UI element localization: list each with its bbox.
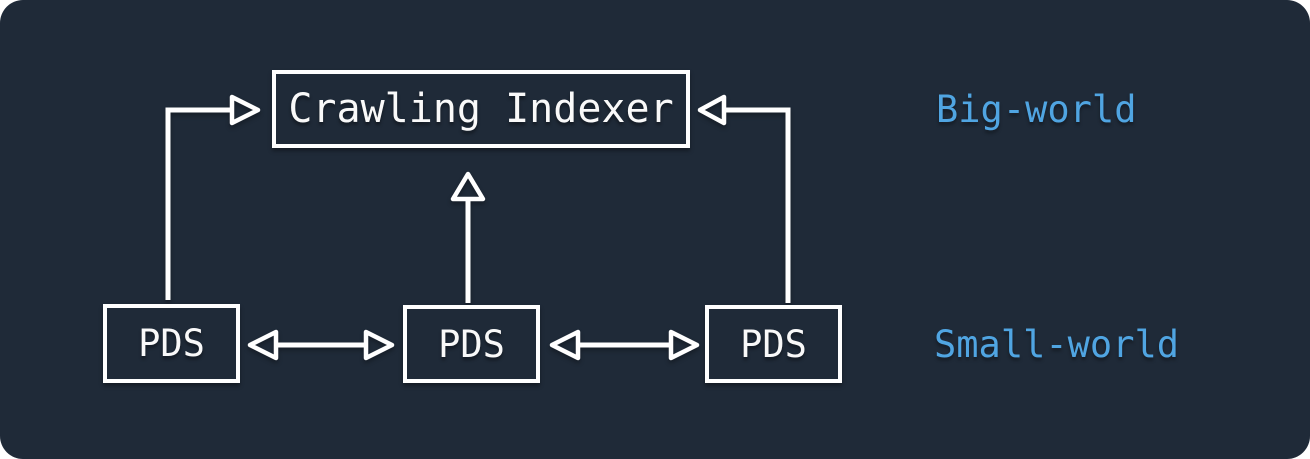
- arrow-pds1-pds2-bidirectional: [247, 329, 395, 361]
- crawling-indexer-box: Crawling Indexer: [272, 70, 690, 148]
- arrow-pds2-pds3-bidirectional: [549, 329, 700, 361]
- pds-box-2-label: PDS: [438, 322, 505, 366]
- pds-box-3-label: PDS: [740, 322, 807, 366]
- arrow-pds3-to-indexer: [697, 94, 791, 303]
- pds-box-3: PDS: [705, 305, 842, 383]
- crawling-indexer-label: Crawling Indexer: [288, 86, 674, 132]
- big-world-label: Big-world: [936, 88, 1137, 131]
- pds-box-1-label: PDS: [138, 322, 205, 365]
- arrow-pds2-to-indexer: [450, 171, 486, 303]
- pds-box-1: PDS: [103, 304, 240, 383]
- pds-box-2: PDS: [403, 305, 540, 383]
- small-world-label: Small-world: [934, 323, 1180, 366]
- arrow-pds1-to-indexer: [165, 94, 261, 300]
